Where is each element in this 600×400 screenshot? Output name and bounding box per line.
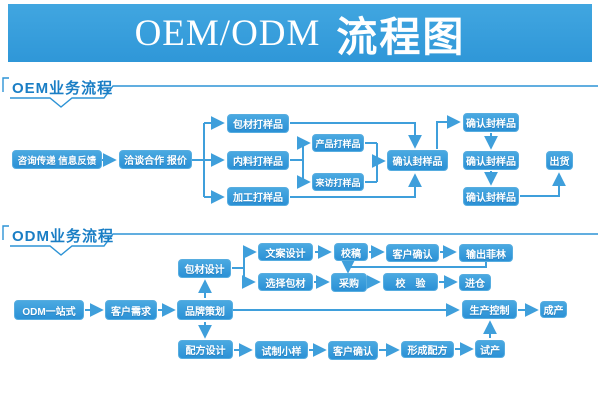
odm-node-film-output: 输出菲林	[459, 244, 513, 262]
odm-node-packaging-design: 包材设计	[178, 259, 231, 278]
odm-node-one-stop: ODM一站式	[14, 300, 84, 320]
odm-node-finished-product: 成产	[540, 301, 567, 318]
oem-node-processing-sample: 加工打样品	[227, 187, 289, 206]
odm-node-trial-sample: 试制小样	[255, 341, 308, 359]
oem-node-packaging-sample: 包材打样品	[227, 114, 289, 133]
oem-node-negotiation-quote: 洽谈合作 报价	[119, 150, 192, 169]
odm-node-purchasing: 采购	[331, 273, 367, 292]
oem-node-confirm-sample-1: 确认封样品	[463, 113, 519, 132]
oem-node-material-sample: 内料打样品	[227, 151, 289, 170]
oem-node-shipment: 出货	[546, 151, 573, 170]
oem-node-confirm-sample-2: 确认封样品	[463, 151, 519, 170]
oem-node-inquiry-feedback: 咨询传递 信息反馈	[12, 150, 102, 169]
odm-node-production-control: 生产控制	[462, 300, 517, 319]
oem-node-confirm-sample-center: 确认封样品	[387, 150, 448, 171]
odm-node-select-packaging: 选择包材	[258, 273, 313, 291]
odm-node-formula-formed: 形成配方	[401, 341, 454, 358]
section-tab-outline-oem	[2, 77, 598, 108]
odm-node-inspection: 校 验	[383, 273, 438, 291]
odm-node-copy-design: 文案设计	[258, 243, 313, 261]
odm-node-customer-confirm-bot: 客户确认	[328, 341, 378, 360]
oem-node-product-sample: 产品打样品	[312, 134, 364, 152]
odm-node-proofreading: 校稿	[334, 243, 368, 261]
odm-node-trial-production: 试产	[475, 340, 505, 358]
oem-arrows	[102, 115, 566, 204]
header-banner: OEM/ODM 流程图	[8, 4, 592, 62]
section-title-oem: OEM业务流程	[12, 80, 114, 97]
odm-arrows	[85, 245, 539, 357]
page-title-latin: OEM/ODM	[134, 12, 321, 54]
section-title-odm: ODM业务流程	[12, 228, 114, 245]
odm-node-brand-planning: 品牌策划	[177, 300, 233, 320]
odm-node-formula-design: 配方设计	[178, 340, 233, 359]
odm-node-warehousing: 进仓	[459, 274, 491, 291]
page-title-cn: 流程图	[336, 14, 466, 60]
odm-node-customer-confirm-top: 客户确认	[386, 244, 439, 262]
section-tab-outline-odm	[2, 225, 598, 256]
oem-node-confirm-sample-3: 确认封样品	[463, 187, 519, 206]
oem-node-visit-sample: 来访打样品	[312, 173, 364, 191]
odm-node-customer-needs: 客户需求	[105, 300, 157, 320]
